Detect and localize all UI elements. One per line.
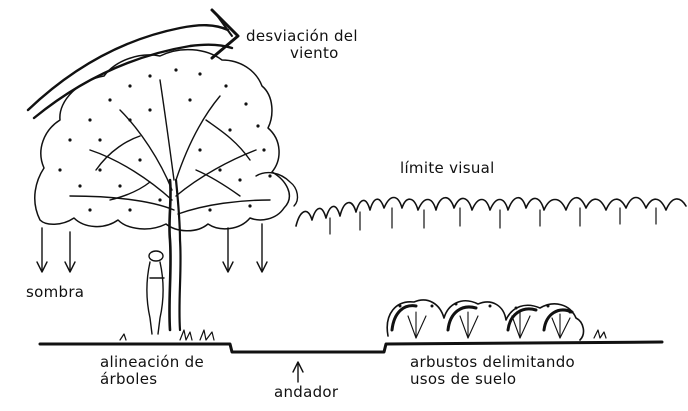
- tree-illustration: [34, 48, 299, 332]
- shrubs-line-1: arbustos delimitando: [410, 353, 575, 371]
- background-vegetation-stems: [329, 207, 657, 235]
- path-label: andador: [274, 383, 339, 401]
- shrubs-line-2: usos de suelo: [410, 370, 517, 388]
- wind-deflection-arrow: [26, 8, 240, 120]
- shrub-row: [386, 299, 585, 341]
- wind-deflection-line-1: desviación del: [246, 27, 358, 45]
- tree-row-line-1: alineación de: [100, 353, 204, 371]
- wind-deflection-label: desviación del viento: [246, 28, 358, 62]
- tree-row-label: alineación de árboles: [100, 354, 204, 388]
- ground-line: [38, 340, 664, 354]
- shrubs-label: arbustos delimitando usos de suelo: [410, 354, 575, 388]
- visual-limit-label: límite visual: [400, 159, 495, 177]
- tree-row-line-2: árboles: [100, 370, 158, 388]
- background-vegetation-line: [295, 196, 687, 227]
- person-figure: [146, 250, 165, 335]
- wind-deflection-line-2: viento: [290, 44, 339, 62]
- path-arrow: [292, 361, 304, 383]
- shade-arrows: [36, 223, 268, 273]
- shade-label: sombra: [26, 283, 85, 301]
- grass-tufts: [119, 329, 607, 341]
